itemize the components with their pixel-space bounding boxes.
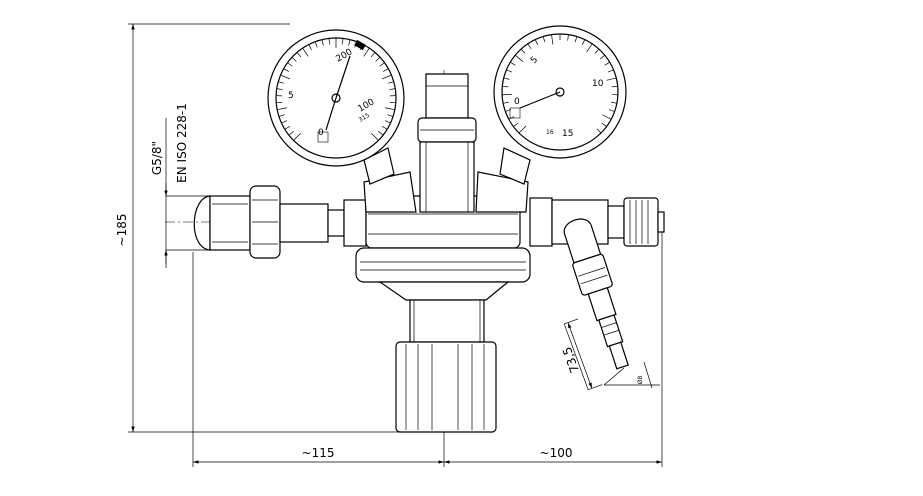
- gauge-tick: [283, 68, 290, 72]
- gauge-tick: [379, 62, 385, 67]
- gauge-tick: [287, 62, 293, 67]
- gauge-tick: [574, 36, 578, 43]
- gauge-tick: [567, 34, 569, 41]
- gauge-tick: [278, 114, 285, 117]
- regulator-body: [355, 195, 531, 433]
- hose-length-label: 73,5: [560, 345, 582, 375]
- thread-standard-label: EN ISO 228-1: [175, 103, 189, 183]
- dimension-width-left: ~115: [192, 252, 444, 467]
- gauge-left-label-5: 5: [288, 91, 294, 101]
- gauge-tick: [387, 81, 394, 84]
- gauge-tick: [606, 77, 617, 81]
- gauge-tick: [293, 133, 301, 141]
- gauge-tick: [281, 120, 288, 124]
- gauge-tick: [378, 131, 384, 136]
- dimension-height-label: ~185: [115, 214, 129, 247]
- gauge-tick: [328, 38, 331, 45]
- gauge-tick: [542, 36, 546, 43]
- gauge-tick: [503, 101, 510, 104]
- gauge-tick: [321, 39, 324, 46]
- gauge-tick: [596, 128, 602, 134]
- hose-fitting: [563, 218, 629, 370]
- dimension-hose-dia: Ø8: [603, 361, 660, 389]
- gauge-tick: [308, 44, 312, 51]
- gauge-tick: [611, 85, 618, 88]
- pressure-gauge-left: 5 200 100 0 315: [267, 29, 405, 167]
- gauge-tick: [513, 122, 519, 127]
- gauge-tick: [581, 39, 586, 46]
- outlet-connection: [529, 197, 665, 247]
- gauge-tick: [518, 125, 527, 134]
- pressure-gauge-right: 5 10 15 16 0: [493, 25, 627, 159]
- gauge-tick: [594, 48, 600, 54]
- gauge-tick: [389, 88, 396, 90]
- gauge-tick: [371, 133, 379, 141]
- thread-size-label: G5/8": [150, 141, 164, 175]
- gauge-tick: [520, 48, 526, 54]
- gauge-tick: [503, 77, 510, 80]
- gauge-tick: [288, 131, 294, 136]
- gauge-tick: [384, 120, 391, 124]
- gauge-tick: [348, 39, 351, 46]
- gauge-tick: [363, 47, 370, 57]
- gauge-tick: [291, 57, 297, 62]
- hose-dia-label: Ø8: [637, 376, 644, 385]
- dimension-height: ~185: [115, 23, 400, 433]
- inlet-connection: [193, 185, 367, 259]
- gauge-tick: [608, 109, 615, 112]
- gauge-tick: [381, 125, 388, 130]
- gauge-tick: [276, 88, 283, 90]
- gauge-stem-left: [363, 147, 417, 213]
- gauge-right-label-0: 0: [514, 97, 520, 107]
- gauge-right-label-10: 10: [592, 79, 604, 89]
- gauge-tick: [601, 122, 607, 127]
- gauge-right-label-5: 5: [529, 55, 540, 66]
- safety-valve: [417, 73, 477, 213]
- gauge-tick: [341, 38, 344, 45]
- gauge-tick: [551, 34, 554, 45]
- gauge-tick: [502, 85, 509, 88]
- gauge-stem-right: [475, 147, 531, 213]
- gauge-tick: [278, 81, 285, 84]
- gauge-tick: [314, 41, 318, 48]
- gauge-left-label-0: 0: [318, 128, 324, 138]
- gauge-tick: [302, 47, 309, 57]
- gauge-tick: [506, 69, 513, 73]
- dimension-thread: G5/8" EN ISO 228-1: [150, 103, 212, 268]
- gauge-tick: [599, 54, 606, 60]
- gauge-tick: [604, 61, 610, 66]
- gauge-tick: [296, 52, 302, 58]
- dimension-width-left-label: ~115: [302, 446, 335, 460]
- gauge-right-label-15: 15: [562, 129, 573, 139]
- gauge-tick: [280, 74, 290, 80]
- gauge-left-label-315: 315: [358, 112, 372, 124]
- gauge-tick: [607, 69, 614, 73]
- gauge-tick: [586, 43, 593, 53]
- gauge-tick: [510, 61, 516, 66]
- gauge-tick: [602, 114, 612, 120]
- gauge-tick: [387, 114, 394, 117]
- gauge-tick: [384, 107, 395, 111]
- gauge-tick: [527, 43, 532, 49]
- gauge-tick: [284, 125, 291, 130]
- gauge-tick: [370, 52, 376, 58]
- gauge-tick: [534, 39, 539, 46]
- gauge-tick: [375, 57, 381, 62]
- gauge-tick: [277, 107, 288, 111]
- gauge-tick: [382, 74, 392, 80]
- dimension-width-right-label: ~100: [540, 446, 573, 460]
- gauge-tick: [610, 101, 617, 104]
- dimension-hose-length: 73,5: [560, 318, 603, 391]
- gauge-tick: [382, 68, 389, 72]
- gauge-right-label-16: 16: [546, 129, 554, 136]
- gauge-tick: [514, 54, 524, 62]
